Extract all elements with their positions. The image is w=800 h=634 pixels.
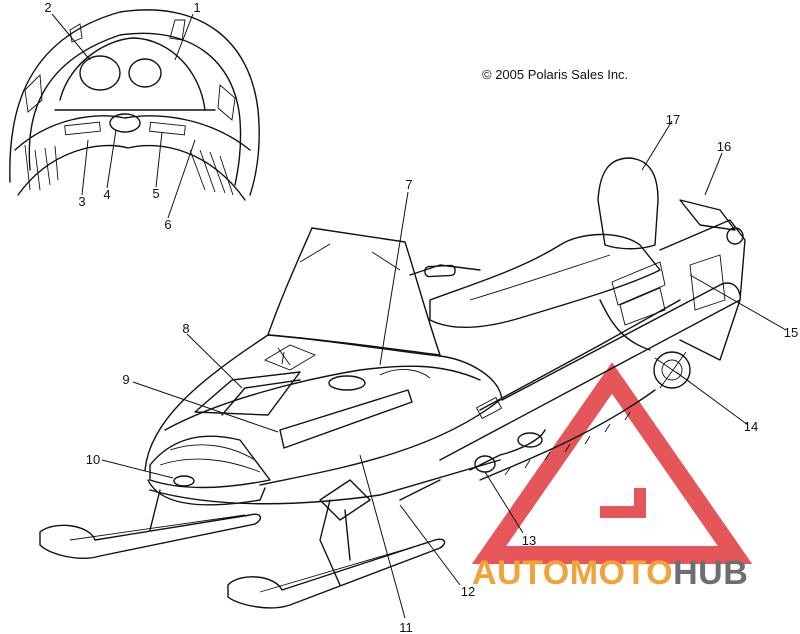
callout-3: 3 <box>78 194 85 209</box>
watermark-auto: AUTO <box>472 554 570 592</box>
callout-9: 9 <box>122 372 129 387</box>
callout-numbers: 1 2 3 4 5 6 7 8 9 10 11 12 13 14 15 16 1… <box>44 0 798 634</box>
callout-7: 7 <box>405 177 412 192</box>
watermark-logo-icon <box>471 362 753 564</box>
callout-16: 16 <box>717 139 731 154</box>
callout-17: 17 <box>666 112 680 127</box>
callout-4: 4 <box>103 187 110 202</box>
callout-5: 5 <box>152 186 159 201</box>
callout-11: 11 <box>399 620 413 634</box>
callout-14: 14 <box>744 419 758 434</box>
callout-10: 10 <box>86 452 100 467</box>
svg-text:AUTOMOTOHUB: AUTOMOTOHUB <box>472 554 748 592</box>
snowmobile-body <box>39 157 746 609</box>
watermark-hub: HUB <box>673 554 748 592</box>
copyright-text: © 2005 Polaris Sales Inc. <box>482 67 628 82</box>
watermark-moto: MOTO <box>570 554 673 592</box>
dashboard-inset <box>9 9 260 201</box>
leader-lines <box>51 13 787 619</box>
callout-1: 1 <box>193 0 200 15</box>
callout-6: 6 <box>164 217 171 232</box>
callout-2: 2 <box>44 0 51 15</box>
watermark-text: AUTOMOTOHUB <box>472 554 748 592</box>
callout-12: 12 <box>461 584 475 599</box>
callout-8: 8 <box>182 321 189 336</box>
callout-15: 15 <box>784 325 798 340</box>
callout-13: 13 <box>522 533 536 548</box>
